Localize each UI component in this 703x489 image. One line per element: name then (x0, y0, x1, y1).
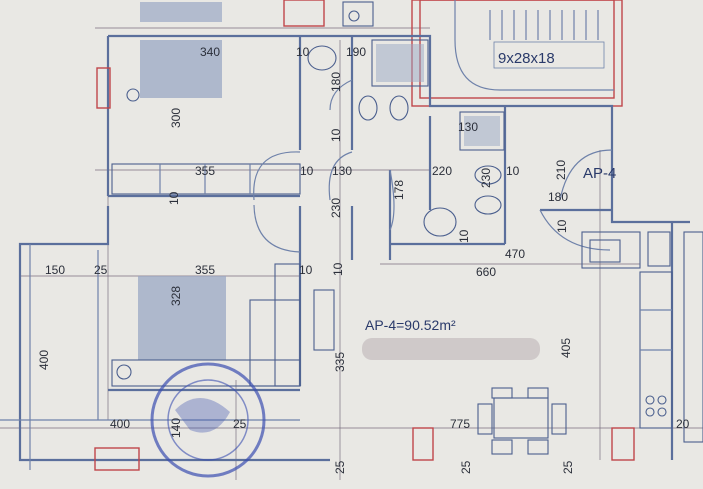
dim-25-bottom-c: 25 (561, 460, 575, 474)
dim-130-hall: 130 (332, 164, 352, 178)
dim-178: 178 (392, 180, 406, 200)
dim-10-kitchen: 10 (555, 219, 569, 233)
dim-10-mid: 10 (300, 164, 314, 178)
dim-190: 190 (346, 45, 366, 59)
dim-660: 660 (476, 265, 496, 279)
dim-180-kitchen: 180 (548, 190, 568, 204)
redacted-area (362, 338, 540, 360)
kitchen-counter (581, 231, 703, 443)
dim-405: 405 (559, 338, 573, 358)
bed-upper (140, 2, 222, 98)
dim-25-bottom-b: 25 (459, 460, 473, 474)
dim-10-top: 10 (296, 45, 310, 59)
dim-775: 775 (450, 417, 470, 431)
dim-210: 210 (554, 160, 568, 180)
dim-400-vertical: 400 (37, 350, 51, 370)
dim-328: 328 (169, 286, 183, 306)
dim-220: 220 (432, 164, 452, 178)
dim-10-lower: 10 (299, 263, 313, 277)
bed-lower (138, 276, 226, 360)
dim-340: 340 (200, 45, 220, 59)
door-swings (253, 79, 613, 253)
wardrobes (111, 163, 335, 387)
dim-25-left: 25 (94, 263, 108, 277)
dim-300: 300 (169, 108, 183, 128)
corner-label: AP-4 (583, 165, 616, 182)
dim-470: 470 (505, 247, 525, 261)
dim-355-lower: 355 (195, 263, 215, 277)
dim-10-bath-bottom: 10 (457, 229, 471, 243)
column-markers (94, 0, 635, 471)
dim-25-stamp: 25 (233, 417, 247, 431)
dim-140: 140 (169, 418, 183, 438)
stair-label: 9x28x18 (498, 50, 555, 67)
dining-table (477, 387, 567, 455)
dim-10-vertical-c: 10 (331, 262, 345, 276)
dim-20: 20 (676, 417, 690, 431)
dim-230-bath: 230 (479, 168, 493, 188)
apartment-area-label: AP-4=90.52m² (365, 317, 456, 333)
dim-10-vertical-a: 10 (329, 128, 343, 142)
dim-180-bath: 180 (329, 72, 343, 92)
dim-150: 150 (45, 263, 65, 277)
official-stamp (150, 362, 266, 478)
dim-355-upper: 355 (195, 164, 215, 178)
dim-335: 335 (333, 352, 347, 372)
dim-230-hall: 230 (329, 198, 343, 218)
bathroom-fixtures (116, 1, 505, 380)
dim-10-vertical-b: 10 (167, 191, 181, 205)
dim-25-bottom-a: 25 (333, 460, 347, 474)
dim-10-bath: 10 (506, 164, 520, 178)
dim-400-bottom: 400 (110, 417, 130, 431)
dim-130-bath: 130 (458, 120, 478, 134)
